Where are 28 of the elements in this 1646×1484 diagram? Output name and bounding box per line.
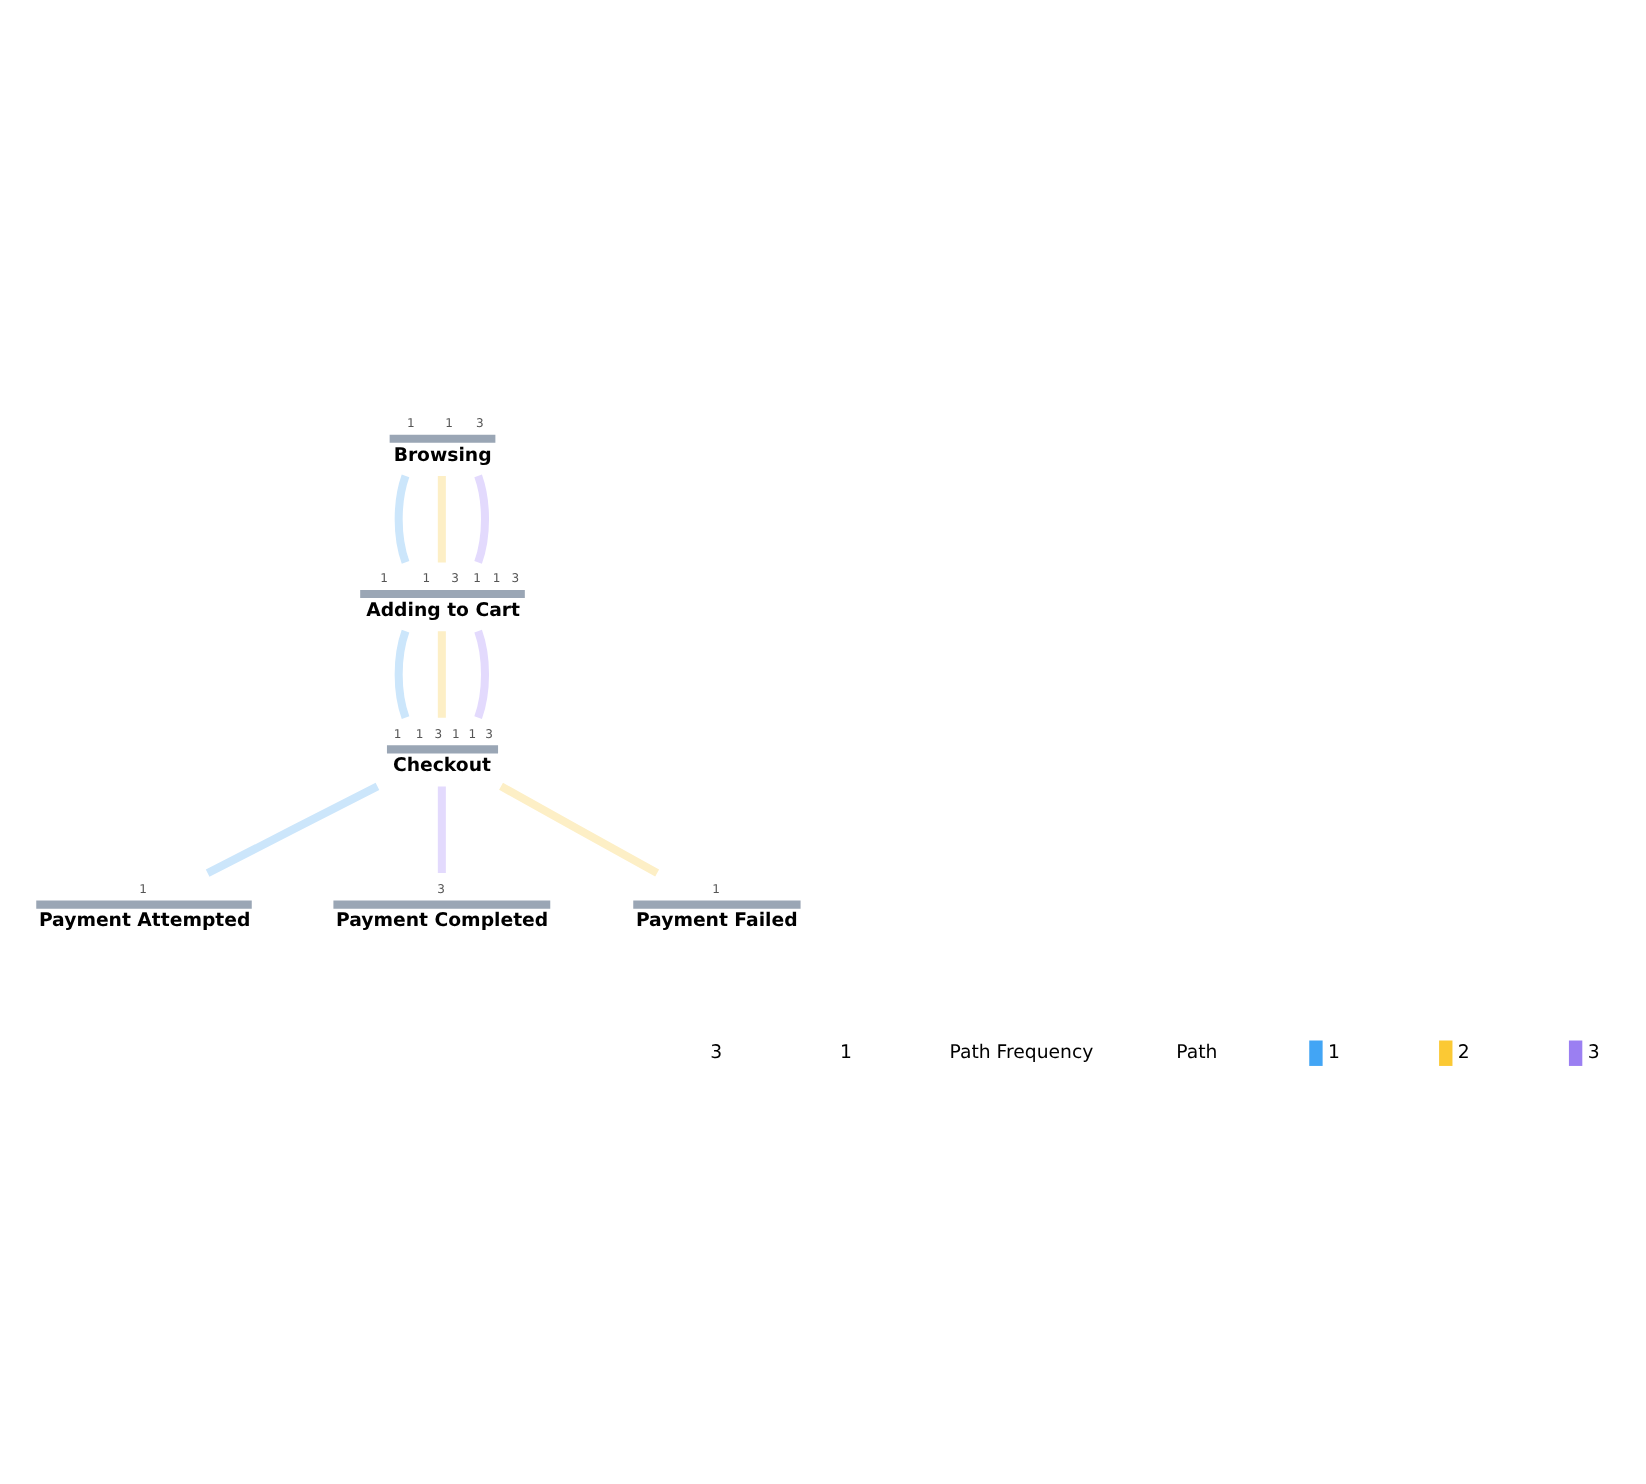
node-label: Adding to Cart [366, 599, 521, 622]
node-label: Payment Attempted [38, 910, 251, 933]
connector [474, 630, 490, 719]
node-label: Checkout [392, 755, 491, 778]
label: Path Frequency [949, 1041, 1094, 1064]
label: Path [1176, 1041, 1218, 1064]
connector [437, 475, 446, 563]
connector [437, 786, 446, 873]
connector [499, 782, 660, 877]
node-box [389, 434, 496, 443]
node-box [333, 900, 551, 909]
node-label: Browsing [393, 444, 492, 467]
connector [394, 474, 410, 564]
node-label: Payment Completed [336, 910, 549, 933]
connector [474, 474, 490, 564]
node-box [36, 900, 252, 909]
node-box [633, 900, 801, 909]
label: 1 [840, 1041, 853, 1064]
node-box [360, 590, 525, 599]
legend-label: 2 [1457, 1042, 1470, 1065]
node-label: Payment Failed [635, 910, 798, 933]
label: 3 [710, 1041, 723, 1064]
connector [394, 630, 410, 719]
node-box [386, 745, 499, 754]
legend-label: 3 [1587, 1042, 1600, 1065]
connector [437, 631, 446, 718]
legend-label: 1 [1327, 1042, 1340, 1065]
connector [205, 782, 380, 877]
